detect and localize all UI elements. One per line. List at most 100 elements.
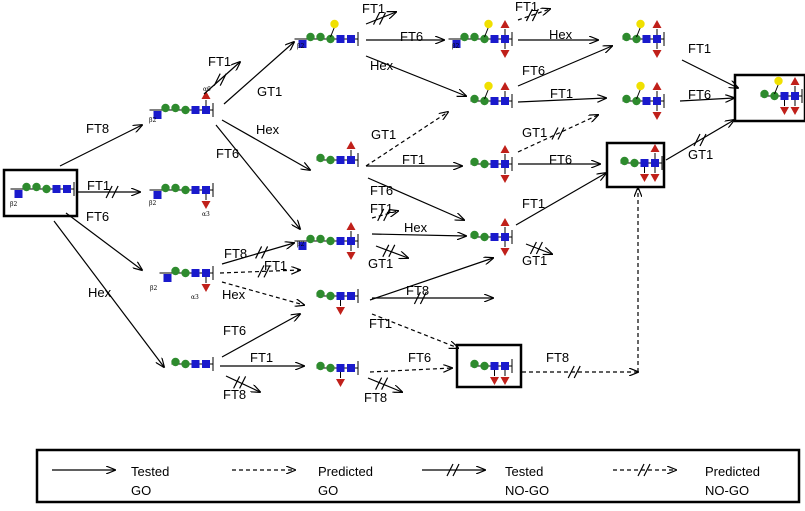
edge-label-ft1: FT1 xyxy=(402,152,425,167)
glycan-structures xyxy=(10,19,803,387)
no-go-break-mark xyxy=(693,133,707,147)
no-go-break-mark xyxy=(255,246,269,259)
glycan xyxy=(470,145,513,183)
glcnac-square xyxy=(202,106,210,114)
predicted-structure-box xyxy=(455,343,523,389)
glycan xyxy=(620,144,663,182)
reaction-arrow xyxy=(375,245,408,258)
glcnac-square xyxy=(336,156,345,164)
glycan xyxy=(448,19,513,58)
mannose-circle xyxy=(171,357,180,367)
edge-label-ft8: FT8 xyxy=(406,283,429,298)
glcnac-square xyxy=(347,156,355,164)
mannose-circle xyxy=(620,156,629,166)
glcnac-square xyxy=(490,35,499,43)
glycan xyxy=(470,218,513,256)
reaction-arrow xyxy=(367,177,464,220)
glycan-bond xyxy=(636,26,641,38)
mannose-circle xyxy=(181,359,190,369)
reaction-arrow xyxy=(517,9,550,21)
glcnac-square xyxy=(52,185,61,193)
no-go-break-mark xyxy=(413,291,427,305)
fucose-triangle xyxy=(500,377,510,385)
fucose-triangle xyxy=(500,175,510,183)
edge-label-ft8: FT8 xyxy=(224,246,247,261)
fucose-triangle xyxy=(346,222,356,230)
glcnac-square xyxy=(191,360,200,368)
linkage-label: α6 xyxy=(203,86,211,93)
glcnac-square xyxy=(642,35,651,43)
edge-label-ft6: FT6 xyxy=(522,63,545,78)
glcnac-square xyxy=(336,35,345,43)
edge-label-hex: Hex xyxy=(549,27,573,42)
mannose-circle xyxy=(22,182,31,192)
fucose-triangle xyxy=(500,248,510,256)
reaction-arrows xyxy=(53,9,738,392)
reaction-arrow xyxy=(53,220,164,367)
fucose-triangle xyxy=(490,377,499,385)
edge-label-gt1: GT1 xyxy=(371,127,396,142)
edge-label-gt1: GT1 xyxy=(522,125,547,140)
edge-label-gt1: GT1 xyxy=(522,253,547,268)
edge-label-ft6: FT6 xyxy=(549,152,572,167)
mannose-circle xyxy=(316,32,325,42)
mannose-circle xyxy=(470,32,479,42)
reaction-arrow xyxy=(369,368,452,373)
reaction-arrow xyxy=(59,125,142,167)
glycan xyxy=(10,182,75,198)
legend-label-go: GO xyxy=(318,483,338,498)
fucose-triangle xyxy=(650,144,660,152)
mannose-circle xyxy=(181,268,190,278)
reaction-arrow xyxy=(371,234,466,236)
reaction-arrow xyxy=(517,115,598,153)
mannose-circle xyxy=(306,234,315,244)
mannose-circle xyxy=(316,361,325,371)
edge-label-ft6: FT6 xyxy=(688,87,711,102)
fucose-triangle xyxy=(652,50,662,58)
glcnac-square xyxy=(347,35,355,43)
legend: Tested GO Predicted GO Tested NO-GO Pred… xyxy=(35,448,801,504)
glcnac-square xyxy=(651,159,659,167)
glcnac-square xyxy=(163,274,172,282)
fucose-triangle xyxy=(336,307,345,315)
galactose-circle xyxy=(636,19,645,29)
edge-label-hex: Hex xyxy=(256,122,280,137)
mannose-circle xyxy=(316,153,325,163)
mannose-circle xyxy=(161,183,170,193)
glcnac-square xyxy=(298,40,307,48)
legend-label-predicted: Predicted xyxy=(318,464,373,479)
glcnac-square xyxy=(336,237,345,245)
edge-label-ft6: FT6 xyxy=(408,350,431,365)
mannose-circle xyxy=(470,94,479,104)
glcnac-square xyxy=(153,191,162,199)
edge-label-hex: Hex xyxy=(88,285,112,300)
glcnac-square xyxy=(202,269,210,277)
mannose-circle xyxy=(316,289,325,299)
mannose-circle xyxy=(480,96,489,106)
edge-label-ft1: FT1 xyxy=(87,178,110,193)
no-go-break-mark xyxy=(529,241,543,255)
glcnac-square xyxy=(452,40,461,48)
mannose-circle xyxy=(630,158,639,168)
reaction-arrow xyxy=(517,98,606,103)
edge-label-gt1: GT1 xyxy=(257,84,282,99)
glycan xyxy=(294,19,359,48)
mannose-circle xyxy=(480,232,489,242)
mannose-circle xyxy=(316,234,325,244)
fucose-triangle xyxy=(201,91,211,99)
mannose-circle xyxy=(632,96,641,106)
reaction-arrow xyxy=(219,270,300,273)
mannose-circle xyxy=(306,32,315,42)
fucose-triangle xyxy=(640,174,649,182)
edge-label-ft8: FT8 xyxy=(86,121,109,136)
edge-label-ft1: FT1 xyxy=(688,41,711,56)
reaction-arrow xyxy=(221,119,310,170)
glcnac-square xyxy=(347,364,355,372)
mannose-circle xyxy=(480,361,489,371)
mannose-circle xyxy=(460,32,469,42)
no-go-break-mark xyxy=(372,12,387,25)
glycan-bond xyxy=(330,26,335,38)
glcnac-square xyxy=(191,106,200,114)
mannose-circle xyxy=(181,185,190,195)
